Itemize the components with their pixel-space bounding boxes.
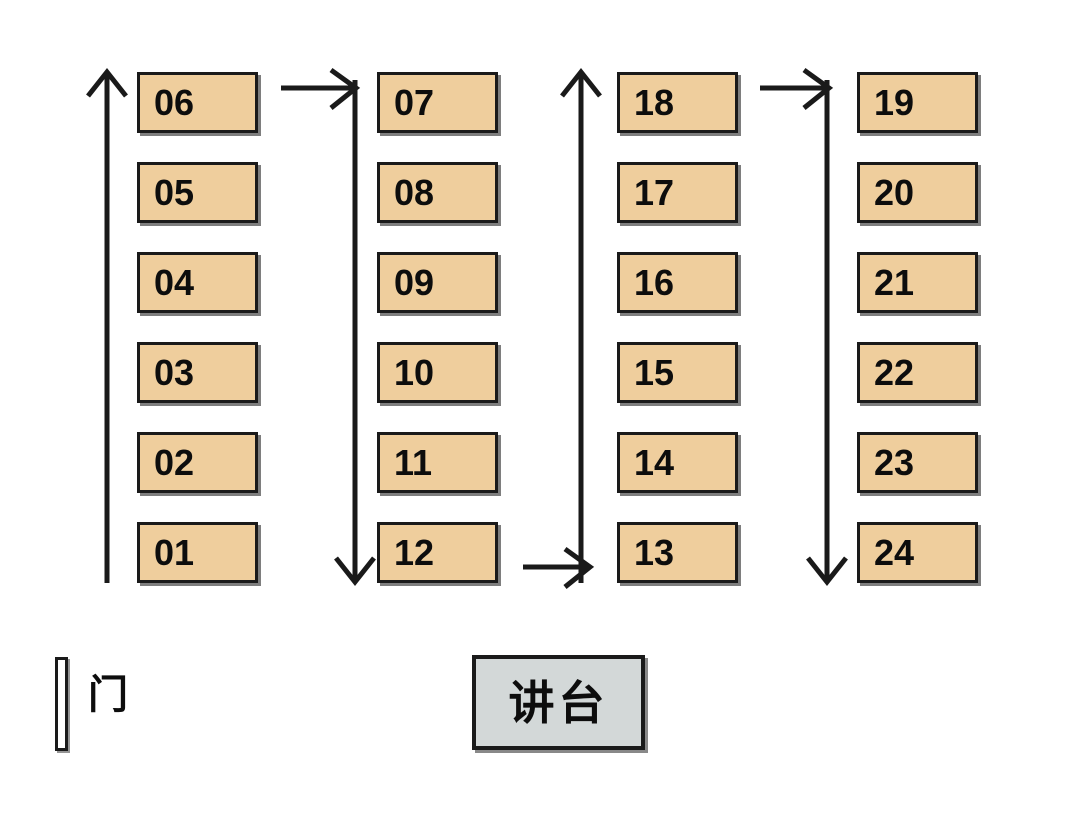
- arrow-down-column-2: [334, 80, 376, 587]
- seat-box[interactable]: 19: [857, 72, 978, 133]
- seat-box[interactable]: 06: [137, 72, 258, 133]
- arrow-down-column-4: [806, 80, 848, 587]
- seat-box[interactable]: 12: [377, 522, 498, 583]
- seat-box[interactable]: 21: [857, 252, 978, 313]
- seat-label: 08: [394, 171, 435, 213]
- seat-label: 10: [394, 351, 435, 393]
- seat-box[interactable]: 20: [857, 162, 978, 223]
- seat-label: 19: [874, 81, 915, 123]
- arrow-up-column-3: [560, 67, 602, 583]
- seat-label: 21: [874, 261, 915, 303]
- seat-box[interactable]: 10: [377, 342, 498, 403]
- seat-label: 18: [634, 81, 675, 123]
- seat-label: 01: [154, 531, 195, 573]
- seat-box[interactable]: 04: [137, 252, 258, 313]
- seat-label: 20: [874, 171, 915, 213]
- seat-label: 03: [154, 351, 195, 393]
- seat-box[interactable]: 14: [617, 432, 738, 493]
- seat-label: 15: [634, 351, 675, 393]
- seat-label: 02: [154, 441, 195, 483]
- podium-label: 讲台: [508, 675, 609, 730]
- seat-label: 13: [634, 531, 675, 573]
- seat-label: 07: [394, 81, 435, 123]
- seat-label: 24: [874, 531, 915, 573]
- seat-box[interactable]: 13: [617, 522, 738, 583]
- seat-label: 16: [634, 261, 675, 303]
- seat-label: 23: [874, 441, 915, 483]
- seat-label: 09: [394, 261, 435, 303]
- seat-label: 12: [394, 531, 435, 573]
- seat-box[interactable]: 16: [617, 252, 738, 313]
- seat-box[interactable]: 01: [137, 522, 258, 583]
- seat-box[interactable]: 03: [137, 342, 258, 403]
- seat-box[interactable]: 23: [857, 432, 978, 493]
- seat-box[interactable]: 05: [137, 162, 258, 223]
- seat-box[interactable]: 22: [857, 342, 978, 403]
- podium-box: 讲台: [472, 655, 645, 750]
- arrow-right-col1-to-col2: [281, 67, 361, 110]
- seat-box[interactable]: 24: [857, 522, 978, 583]
- seat-box[interactable]: 07: [377, 72, 498, 133]
- seat-label: 05: [154, 171, 195, 213]
- arrow-right-col2-to-col3: [523, 546, 595, 589]
- seat-label: 17: [634, 171, 675, 213]
- seat-box[interactable]: 08: [377, 162, 498, 223]
- seat-label: 06: [154, 81, 195, 123]
- arrow-up-column-1: [86, 67, 128, 583]
- seat-box[interactable]: 18: [617, 72, 738, 133]
- seat-box[interactable]: 02: [137, 432, 258, 493]
- door-icon: [55, 657, 68, 751]
- seat-label: 22: [874, 351, 915, 393]
- seat-label: 14: [634, 441, 675, 483]
- arrow-right-col3-to-col4: [760, 67, 834, 110]
- seat-label: 04: [154, 261, 195, 303]
- door-label: 门: [88, 672, 128, 718]
- seat-box[interactable]: 15: [617, 342, 738, 403]
- seat-box[interactable]: 11: [377, 432, 498, 493]
- seat-label: 11: [394, 441, 433, 483]
- seat-box[interactable]: 09: [377, 252, 498, 313]
- seat-box[interactable]: 17: [617, 162, 738, 223]
